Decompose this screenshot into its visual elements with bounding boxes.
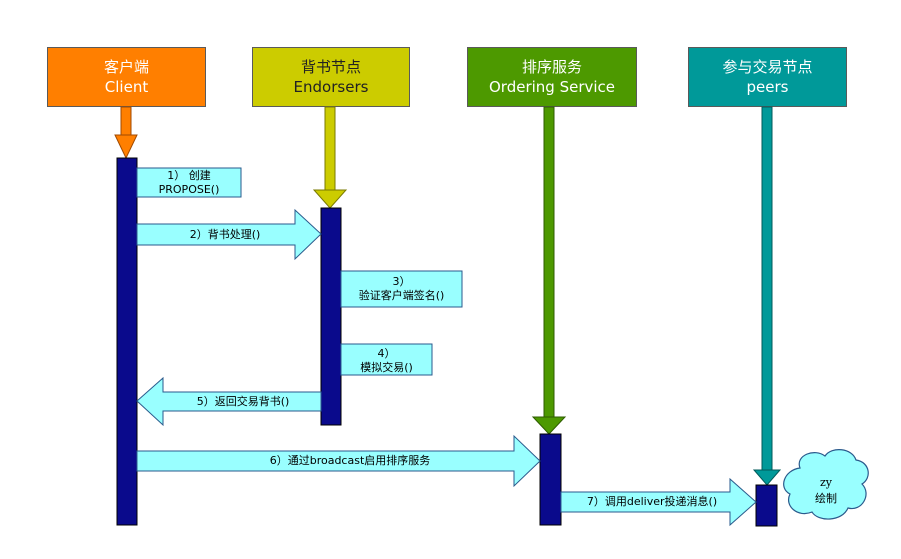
ordering-lifeline-arrow bbox=[531, 106, 567, 435]
client-lifeline-arrow bbox=[114, 106, 138, 160]
step3-box bbox=[340, 270, 463, 308]
step5-label: 5）返回交易背书() bbox=[196, 395, 290, 408]
peers-lifeline-arrow bbox=[752, 106, 782, 486]
participant-client: 客户端 Client bbox=[47, 47, 206, 107]
participant-ordering-en: Ordering Service bbox=[488, 78, 616, 96]
participant-client-en: Client bbox=[104, 78, 149, 96]
participant-endorsers-cn: 背书节点 bbox=[300, 58, 361, 76]
participant-endorsers: 背书节点 Endorsers bbox=[252, 47, 410, 107]
step2-label: 2）背书处理() bbox=[189, 228, 261, 241]
participant-peers-en: peers bbox=[746, 78, 789, 96]
step7-arrow bbox=[560, 477, 757, 527]
ordering-activation-bar bbox=[539, 433, 562, 526]
step6-label: 6）通过broadcast启用排序服务 bbox=[269, 454, 431, 467]
participant-client-cn: 客户端 bbox=[103, 58, 149, 76]
step7-label: 7）调用deliver投递消息() bbox=[586, 495, 718, 508]
participant-peers-cn: 参与交易节点 bbox=[722, 58, 813, 76]
participant-endorsers-en: Endorsers bbox=[293, 78, 369, 96]
step1-box bbox=[136, 167, 242, 198]
step4-label: 4） 模拟交易() bbox=[360, 347, 413, 374]
client-activation-bar bbox=[116, 157, 138, 526]
cloud-label-line1: zy bbox=[819, 476, 832, 489]
participant-peers: 参与交易节点 peers bbox=[688, 47, 847, 107]
participant-ordering-cn: 排序服务 bbox=[521, 58, 582, 76]
cloud-shape bbox=[783, 449, 869, 520]
cloud-label-line2: 绘制 bbox=[815, 492, 837, 505]
endorsers-lifeline-arrow bbox=[312, 106, 348, 209]
peers-activation-bar bbox=[755, 484, 778, 527]
participant-ordering-service: 排序服务 Ordering Service bbox=[467, 47, 637, 107]
step5-arrow bbox=[136, 376, 322, 427]
step3-label: 3） 验证客户端签名() bbox=[358, 275, 445, 302]
step2-arrow bbox=[136, 208, 322, 261]
endorsers-activation-bar bbox=[320, 207, 342, 426]
step4-box bbox=[340, 343, 433, 376]
step6-arrow bbox=[136, 434, 541, 488]
step1-label: 1） 创建 PROPOSE() bbox=[158, 169, 220, 196]
